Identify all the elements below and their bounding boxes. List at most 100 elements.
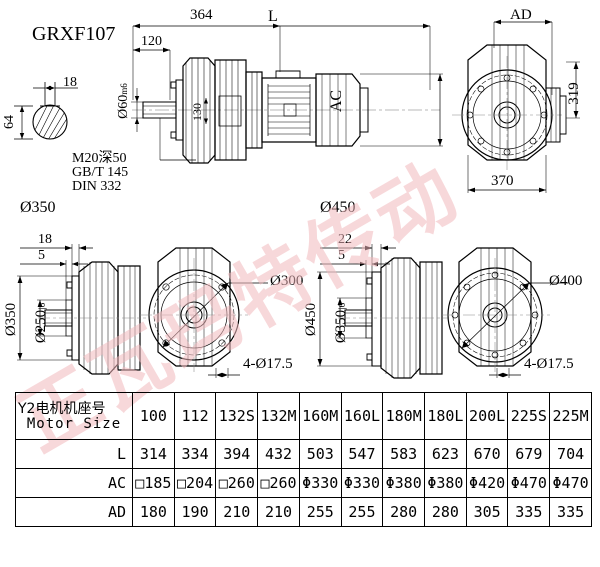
- dim-319: 319: [565, 82, 582, 105]
- dim-450-outer: Ø450: [303, 302, 320, 337]
- table-cell: 180: [132, 497, 175, 527]
- page-title: GRXF107: [32, 23, 116, 45]
- table-cell: 432: [257, 439, 300, 469]
- table-cell: 583: [382, 439, 426, 469]
- table-cell: 280: [382, 497, 426, 527]
- table-cell: 335: [549, 497, 592, 527]
- table-cell: 623: [424, 439, 467, 469]
- dim-120: 120: [141, 34, 162, 49]
- dim-450-bolt-circle: Ø400: [549, 273, 583, 289]
- dim-350-bolt-circle: Ø300: [270, 273, 304, 289]
- table-cell: 280: [424, 497, 467, 527]
- dim-350-thickness-18: 18: [38, 232, 52, 247]
- table-corner-cell: Y2电机机座号 Motor Size: [15, 392, 133, 440]
- table-column-header: 225M: [549, 392, 592, 440]
- table-cell: 335: [507, 497, 551, 527]
- table-row-label: AD: [15, 497, 133, 527]
- table-cell: 255: [298, 497, 342, 527]
- dim-450-thickness-5: 5: [338, 248, 345, 263]
- table-column-header: 180M: [382, 392, 426, 440]
- table-cell: Φ330: [298, 468, 342, 498]
- table-column-header: 160M: [298, 392, 342, 440]
- dim-450-pilot-value: Ø350: [333, 309, 350, 344]
- dim-350-pilot-value: Ø250: [33, 309, 50, 344]
- table-cell: 704: [549, 439, 592, 469]
- table-cell: 255: [340, 497, 384, 527]
- dim-AD: AD: [510, 7, 532, 23]
- heading-flange-450: Ø450: [320, 199, 356, 216]
- dim-section-height: 64: [2, 115, 17, 129]
- table-cell: 210: [257, 497, 300, 527]
- thread-note-line-1: M20深50: [72, 151, 127, 166]
- table-cell: □204: [173, 468, 217, 498]
- table-column-header: 132S: [215, 392, 259, 440]
- dim-450-pilot-tolerance: j6: [337, 302, 348, 310]
- table-cell: Φ380: [424, 468, 467, 498]
- table-cell: □260: [257, 468, 300, 498]
- table-cell: 679: [507, 439, 551, 469]
- dim-350-outer: Ø350: [3, 302, 20, 337]
- table-cell: 305: [465, 497, 509, 527]
- table-cell: □185: [132, 468, 175, 498]
- table-cell: 670: [465, 439, 509, 469]
- thread-note-line-3: DIN 332: [72, 179, 122, 194]
- thread-note-line-2: GB/T 145: [72, 165, 129, 180]
- table-cell: Φ470: [507, 468, 551, 498]
- right-end-view: [452, 19, 580, 193]
- dim-section-width: 18: [63, 75, 77, 90]
- table-cell: 190: [173, 497, 217, 527]
- table-cell: Φ420: [465, 468, 509, 498]
- dim-L: L: [268, 8, 278, 25]
- table-column-header: 112: [173, 392, 217, 440]
- table-cell: Φ470: [549, 468, 592, 498]
- dim-350-thickness-5: 5: [38, 248, 45, 263]
- dim-350-pilot-tolerance: j6: [37, 302, 48, 310]
- table-corner-label-en: Motor Size: [26, 415, 122, 432]
- table-corner-label-cn: Y2电机机座号: [18, 400, 106, 417]
- table-cell: 394: [215, 439, 259, 469]
- flange-450-side-view: [317, 244, 448, 379]
- thread-note: M20深50 GB/T 145 DIN 332: [72, 152, 128, 194]
- table-cell: 503: [298, 439, 342, 469]
- flange-350-side-view: [17, 244, 146, 375]
- dim-shaft-diameter-tolerance: m6: [118, 83, 129, 95]
- table-column-header: 160L: [340, 392, 384, 440]
- table-row-label: AC: [15, 468, 133, 498]
- flange-350-end-view: [140, 247, 268, 378]
- table-cell: Φ380: [382, 468, 426, 498]
- table-cell: □260: [215, 468, 259, 498]
- shaft-cross-section: [14, 82, 78, 140]
- dim-350-pilot: Ø250j6: [32, 303, 50, 343]
- heading-flange-350: Ø350: [20, 199, 56, 216]
- flange-450-end-view: [442, 247, 568, 378]
- dim-shaft-diameter: Ø60m6: [114, 83, 132, 119]
- dim-130: 130: [190, 103, 204, 121]
- dim-450-pilot: Ø350j6: [332, 303, 350, 343]
- dim-370: 370: [491, 173, 514, 189]
- table-cell: 334: [173, 439, 217, 469]
- dim-350-holes: 4-Ø17.5: [243, 356, 293, 372]
- main-assembly-elevation: [131, 23, 443, 164]
- table-column-header: 200L: [465, 392, 509, 440]
- table-column-header: 180L: [424, 392, 467, 440]
- table-column-header: 225S: [507, 392, 551, 440]
- dim-450-holes: 4-Ø17.5: [524, 356, 574, 372]
- dim-AC: AC: [328, 89, 346, 113]
- dim-450-thickness-22: 22: [338, 232, 352, 247]
- dim-364: 364: [190, 7, 213, 23]
- table-cell: 210: [215, 497, 259, 527]
- dim-shaft-diameter-value: Ø60: [115, 94, 131, 119]
- table-row-label: L: [15, 439, 133, 469]
- table-cell: 314: [132, 439, 175, 469]
- table-cell: Φ330: [340, 468, 384, 498]
- table-column-header: 100: [132, 392, 175, 440]
- table-cell: 547: [340, 439, 384, 469]
